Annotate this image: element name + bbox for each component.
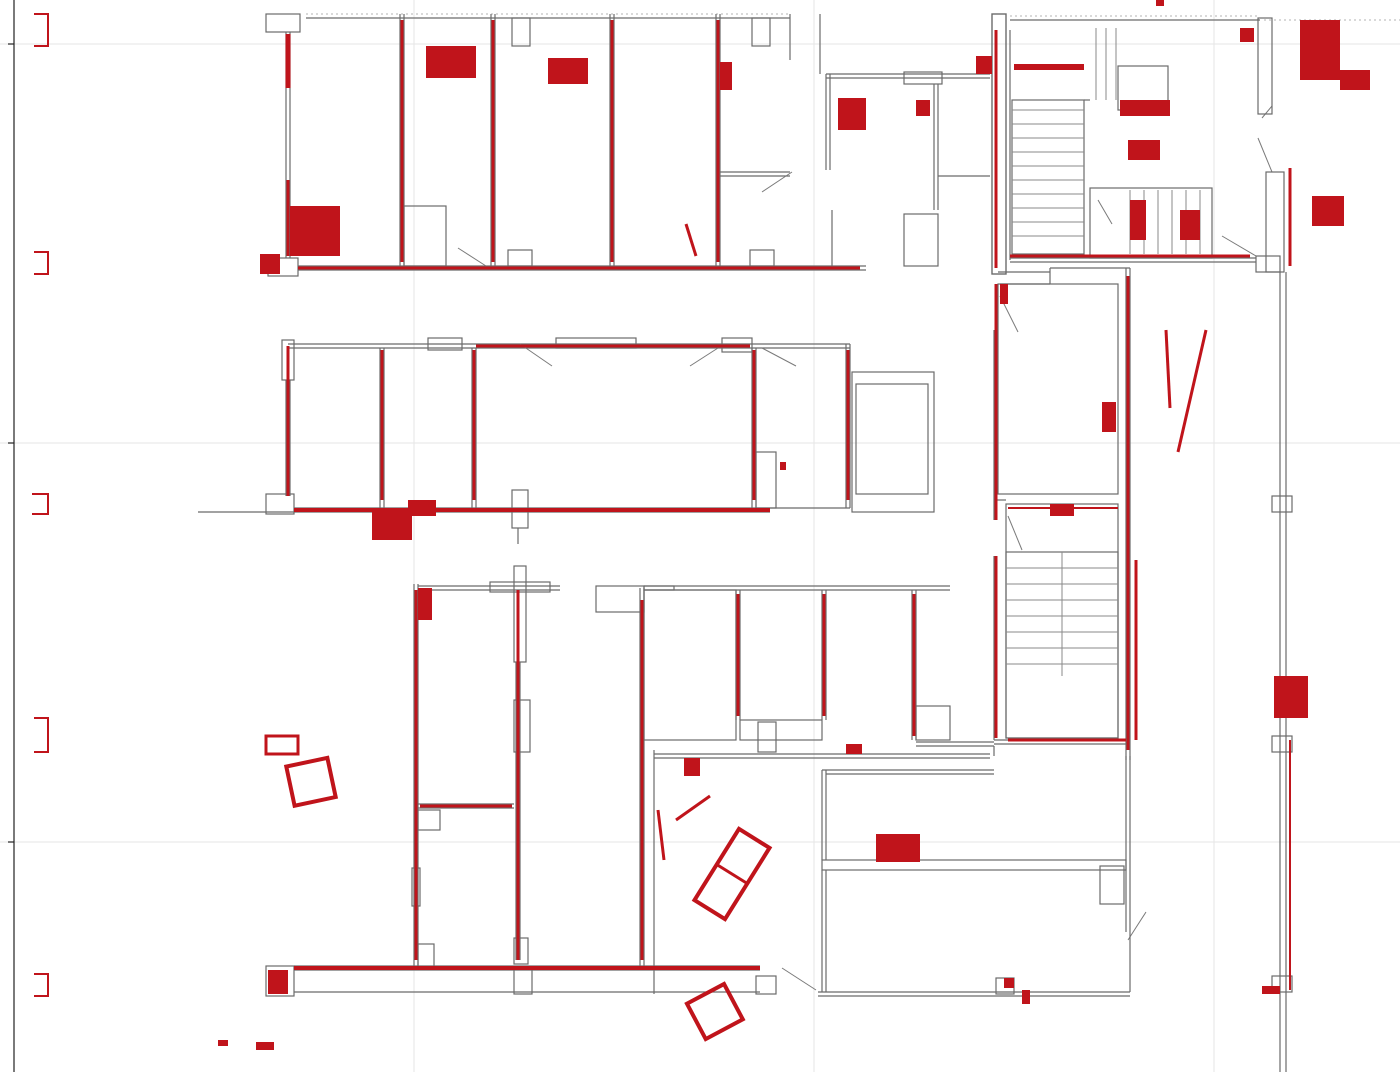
floor-plan-walls (198, 13, 1400, 1072)
left-axis (8, 0, 15, 1072)
point-cloud-overlay (32, 0, 1370, 1050)
